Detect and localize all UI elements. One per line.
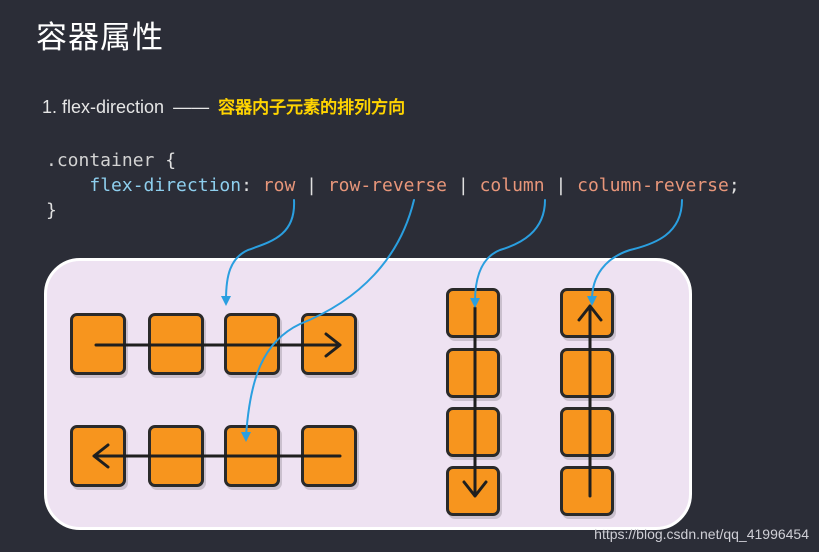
row-reverse-direction-arrow bbox=[92, 443, 342, 469]
subtitle-description: 容器内子元素的排列方向 bbox=[218, 98, 406, 118]
column-item bbox=[446, 348, 500, 398]
column-item bbox=[446, 288, 500, 338]
code-separator: | bbox=[457, 175, 469, 196]
column-reverse-item bbox=[560, 288, 614, 338]
callout-arrow-row bbox=[225, 199, 296, 301]
code-open-brace: { bbox=[165, 150, 177, 171]
column-item bbox=[446, 407, 500, 457]
code-property: flex-direction bbox=[89, 175, 242, 196]
code-selector: .container bbox=[46, 150, 155, 171]
code-colon: : bbox=[241, 175, 252, 196]
slide-title: 容器属性 bbox=[36, 20, 164, 56]
code-value-column-reverse: column-reverse bbox=[577, 175, 729, 196]
subtitle: 1. flex-direction —— 容器内子元素的排列方向 bbox=[42, 93, 405, 118]
code-separator: | bbox=[306, 175, 317, 196]
row-direction-arrow bbox=[94, 332, 342, 358]
subtitle-property: 1. flex-direction bbox=[42, 97, 165, 117]
column-reverse-item bbox=[560, 407, 614, 457]
column-reverse-direction-arrow bbox=[577, 304, 603, 498]
column-direction-arrow bbox=[462, 306, 488, 498]
callout-arrow-column bbox=[474, 199, 546, 303]
code-semicolon: ; bbox=[728, 175, 740, 196]
column-item bbox=[446, 466, 500, 516]
subtitle-dash: —— bbox=[173, 97, 210, 117]
code-block: .container { flex-direction: row | row-r… bbox=[46, 148, 740, 223]
code-value-row: row bbox=[262, 175, 296, 196]
code-close-brace: } bbox=[46, 200, 57, 221]
code-separator: | bbox=[555, 175, 567, 196]
column-reverse-item bbox=[560, 466, 614, 516]
callout-arrow-row-reverse bbox=[245, 199, 415, 437]
callout-arrow-column-reverse bbox=[591, 199, 683, 301]
column-reverse-item bbox=[560, 348, 614, 398]
code-value-column: column bbox=[479, 175, 545, 196]
watermark: https://blog.csdn.net/qq_41996454 bbox=[594, 526, 809, 542]
code-value-row-reverse: row-reverse bbox=[327, 175, 448, 196]
